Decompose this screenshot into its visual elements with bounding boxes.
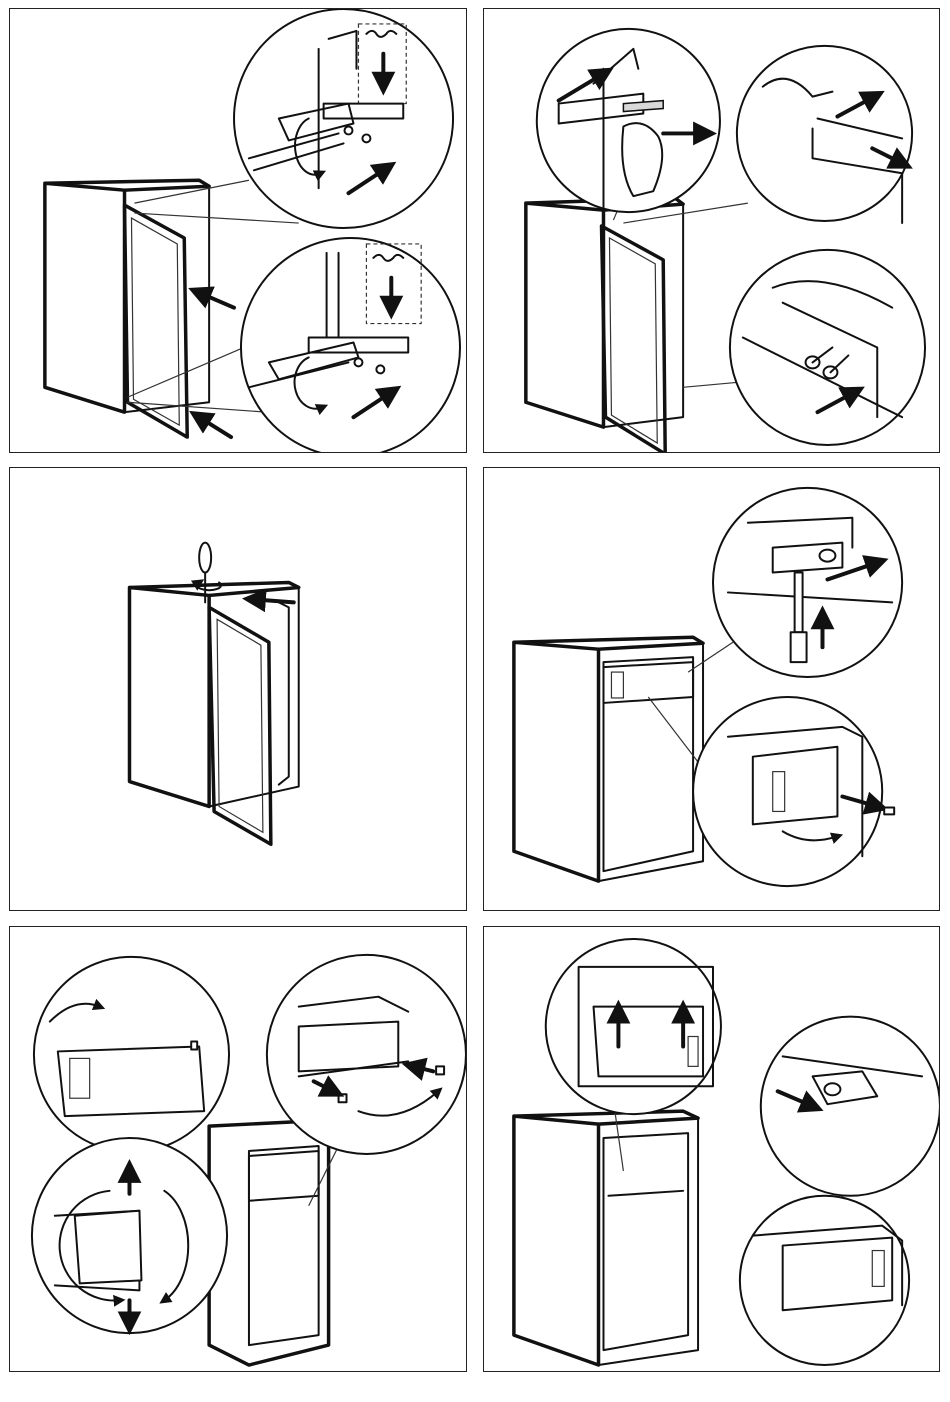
panel-6-illustration — [484, 927, 939, 1371]
door-icon — [209, 607, 271, 844]
cabinet-icon — [514, 637, 703, 881]
freezer-flap-icon — [608, 1191, 683, 1196]
flap-rotate-detail — [32, 1138, 227, 1333]
flap-closed-detail — [740, 1196, 909, 1365]
pin-swap-detail — [267, 955, 466, 1154]
panel-3-door-removal — [9, 467, 467, 911]
cabinet-icon — [514, 1111, 698, 1365]
hinge-push-detail — [761, 1017, 939, 1196]
panel-6-flap-refit — [483, 926, 940, 1372]
pin-icon — [339, 1094, 347, 1102]
screwdriver-icon — [795, 573, 803, 633]
arrow-icon — [254, 599, 294, 602]
panel-3-illustration — [10, 468, 466, 910]
panel-4-freezer-flap-hinge — [483, 467, 940, 911]
freezer-flap-icon — [249, 1151, 319, 1201]
flap-pin-detail — [693, 697, 894, 886]
panel-1-illustration — [10, 9, 466, 452]
pin-icon — [436, 1066, 444, 1074]
cover-removal-detail — [537, 29, 720, 212]
hinge-pin-icon — [884, 807, 894, 814]
flap-lift-detail — [546, 939, 721, 1114]
hinge-detail-top — [234, 9, 453, 228]
flap-top-detail — [34, 957, 229, 1152]
freezer-flap-icon — [603, 662, 693, 703]
panel-1-hinge-fitting — [9, 8, 467, 453]
panel-5-flap-reversal — [9, 926, 467, 1372]
arrow-icon — [199, 293, 234, 308]
panel-2-illustration — [484, 9, 939, 452]
panel-5-illustration — [10, 927, 466, 1371]
pin-icon — [191, 1041, 197, 1049]
panel-4-illustration — [484, 468, 939, 910]
hinge-detail-bottom — [241, 238, 460, 452]
screw-detail — [730, 250, 925, 445]
arrow-icon — [199, 417, 231, 437]
door-icon — [601, 226, 665, 452]
panel-2-cover-and-screws — [483, 8, 940, 453]
hinge-screwdriver-detail — [713, 488, 902, 677]
cover-strip-detail — [737, 46, 912, 223]
